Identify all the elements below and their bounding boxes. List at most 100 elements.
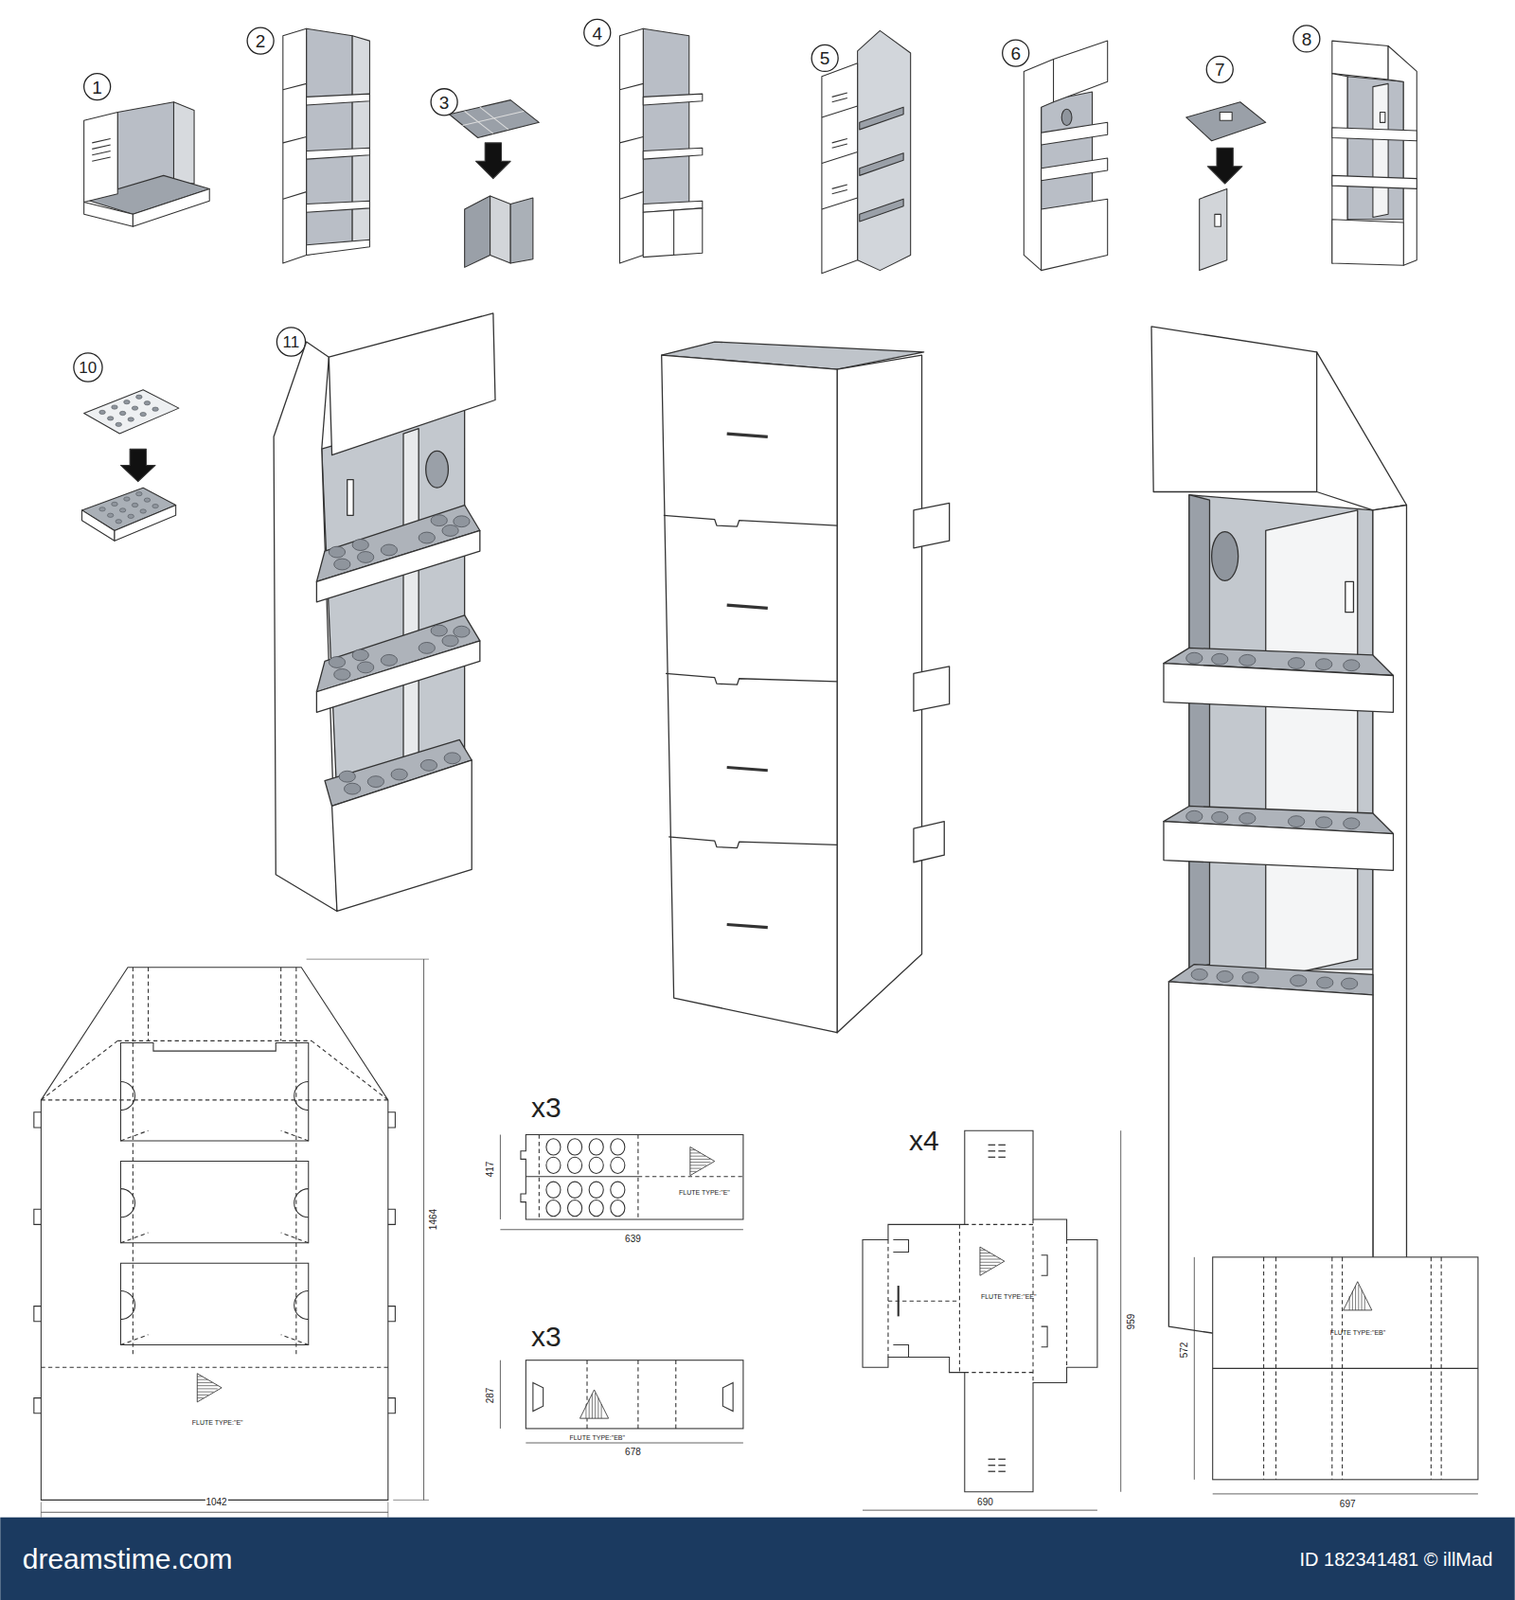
step-display-divider bbox=[1332, 40, 1417, 266]
watermark: dreamstime.com bbox=[22, 1545, 233, 1574]
display-front-left bbox=[380, 544, 397, 556]
display-back-view bbox=[663, 515, 838, 527]
main-dieline bbox=[120, 1189, 308, 1218]
display-front-right bbox=[1242, 972, 1259, 984]
step-tower-base bbox=[619, 136, 643, 143]
tray-dieline bbox=[546, 1139, 561, 1156]
step-base bbox=[91, 157, 110, 161]
main-dieline bbox=[280, 967, 282, 1042]
tray-dieline bbox=[499, 1135, 744, 1230]
display-back-view bbox=[727, 767, 768, 771]
step-insert bbox=[119, 410, 125, 415]
step-header-fold bbox=[859, 106, 904, 130]
step-tower-base bbox=[619, 192, 643, 200]
tray-dieline bbox=[546, 1139, 625, 1217]
shelf-dieline bbox=[988, 1471, 997, 1473]
step-display bbox=[1041, 122, 1108, 145]
step-display-divider bbox=[1347, 76, 1404, 220]
divider-dieline bbox=[1212, 1257, 1479, 1480]
step-insert bbox=[120, 448, 156, 482]
display-front-left bbox=[273, 313, 496, 912]
display-front-left bbox=[352, 649, 369, 661]
step-insert bbox=[136, 492, 143, 497]
shelf-dieline bbox=[980, 1247, 1005, 1276]
dimension: 1464 bbox=[428, 1208, 439, 1231]
display-front-right bbox=[1163, 821, 1394, 872]
main-dieline bbox=[40, 1099, 388, 1101]
step-divider bbox=[1219, 112, 1232, 122]
step-tower bbox=[306, 239, 371, 255]
step-header-fold bbox=[832, 97, 848, 102]
divider-dieline bbox=[1441, 1257, 1443, 1480]
watermark-id: ID 182341481 © illMad bbox=[1300, 1550, 1494, 1569]
step-insert bbox=[115, 422, 122, 427]
step-tower bbox=[283, 136, 307, 143]
footer-bar bbox=[0, 1517, 1515, 1600]
callout-number: 10 bbox=[78, 359, 97, 376]
display-back-view bbox=[727, 433, 768, 437]
display-front-left bbox=[334, 558, 351, 571]
main-dieline bbox=[281, 1232, 309, 1244]
step-sheet bbox=[449, 100, 540, 268]
strip-dieline bbox=[533, 1382, 544, 1411]
tray-dieline bbox=[588, 1200, 604, 1217]
step-insert bbox=[81, 390, 179, 542]
tray-dieline bbox=[588, 1157, 604, 1174]
step-insert bbox=[111, 405, 118, 410]
main-dieline bbox=[120, 1290, 308, 1319]
step-sheet bbox=[476, 142, 512, 179]
callout-number: 11 bbox=[282, 334, 300, 351]
step-display bbox=[1041, 158, 1108, 181]
display-front-right bbox=[1163, 663, 1394, 713]
callout-number: 7 bbox=[1214, 60, 1226, 79]
step-header-fold bbox=[821, 30, 911, 274]
step-header-fold bbox=[832, 143, 848, 148]
step-insert bbox=[114, 505, 177, 542]
step-insert bbox=[99, 409, 106, 414]
callout-circle bbox=[584, 18, 611, 46]
divider-dieline bbox=[1212, 1368, 1479, 1370]
step-tower bbox=[306, 200, 371, 213]
shelf-dieline bbox=[959, 1224, 961, 1373]
quantity-label: x4 bbox=[909, 1126, 940, 1156]
main-dieline bbox=[117, 1040, 312, 1042]
display-back-view bbox=[661, 341, 950, 1034]
step-header-fold bbox=[832, 139, 848, 143]
step-display bbox=[1041, 198, 1108, 270]
callout-number: 3 bbox=[439, 92, 450, 111]
strip-dieline bbox=[499, 1360, 501, 1429]
shelf-dieline bbox=[888, 1219, 1068, 1383]
main-dieline bbox=[423, 959, 425, 1500]
shelf-dieline bbox=[964, 1372, 1034, 1373]
shelf-dieline bbox=[1041, 1255, 1048, 1348]
main-dieline bbox=[281, 1335, 309, 1346]
display-front-right bbox=[1186, 810, 1203, 822]
callout-circle bbox=[84, 73, 111, 101]
display-front-right bbox=[1239, 812, 1256, 824]
main-dieline bbox=[120, 1335, 148, 1346]
step-insert bbox=[143, 401, 150, 406]
divider-dieline bbox=[1263, 1257, 1265, 1480]
callout-circle bbox=[73, 18, 1320, 382]
shelf-dieline bbox=[1032, 1219, 1034, 1383]
step-sheet bbox=[464, 196, 491, 268]
display-front-left bbox=[442, 635, 459, 647]
shelf-dieline bbox=[887, 1240, 889, 1358]
strip-dieline bbox=[499, 1360, 744, 1444]
display-front-left bbox=[403, 428, 419, 776]
callout-circle bbox=[430, 89, 458, 116]
display-back-view bbox=[665, 673, 838, 685]
main-dieline bbox=[281, 1130, 309, 1141]
step-insert bbox=[84, 390, 179, 434]
divider-dieline bbox=[1343, 1282, 1373, 1311]
display-front-right bbox=[1316, 817, 1333, 829]
step-base bbox=[84, 112, 119, 203]
display-front-right bbox=[1151, 326, 1318, 493]
main-dieline bbox=[40, 1040, 118, 1101]
dimension: 1042 bbox=[204, 1497, 228, 1508]
tray-dieline bbox=[525, 1176, 639, 1177]
shelf-dieline bbox=[988, 1157, 997, 1159]
step-header-fold bbox=[857, 30, 911, 270]
display-back-view bbox=[661, 355, 838, 1034]
